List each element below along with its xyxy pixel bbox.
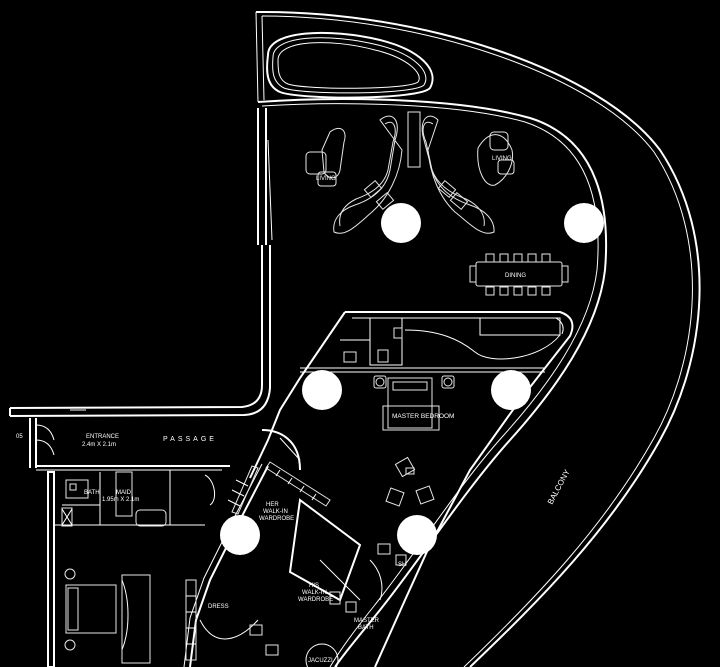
wardrobes [183, 429, 407, 667]
label-his-wardrobe: HIS [309, 583, 319, 589]
label-entrance-size: 2.4m X 2.1m [82, 442, 116, 448]
label-bath: BATH [84, 490, 100, 496]
light-marker-wardrobe [220, 515, 260, 555]
light-markers [220, 203, 604, 555]
label-dining: DINING [505, 273, 526, 279]
label-passage: PASSAGE [163, 436, 217, 443]
light-marker-bath [397, 515, 437, 555]
label-her-wardrobe-2: WALK-IN [263, 509, 288, 515]
label-door-code: 05 [16, 434, 23, 440]
label-master-bedroom: MASTER BEDROOM [392, 413, 454, 420]
label-sh: SH [398, 562, 406, 568]
label-living-right: LIVING [492, 156, 512, 162]
label-master-bath: MASTER [354, 618, 380, 624]
master-bed [373, 375, 455, 431]
dining-table [469, 253, 569, 296]
bedroom-chairs [385, 456, 435, 507]
label-his-wardrobe-2: WALK-IN [302, 590, 327, 596]
pool [255, 11, 434, 103]
label-jacuzzi: JACUZZI [308, 658, 333, 664]
label-her-wardrobe: HER [266, 502, 279, 508]
light-marker-bedroom-right [491, 370, 531, 410]
light-marker-dining [564, 203, 604, 243]
bath-fixtures [340, 327, 403, 363]
living-furniture [305, 111, 515, 234]
main-walls [9, 108, 273, 667]
label-living-left: LIVING [316, 176, 336, 182]
label-his-wardrobe-3: WARDROBE [298, 597, 333, 603]
label-dress: DRESS [208, 604, 229, 610]
room-labels: BALCONY PASSAGE ENTRANCE 2.4m X 2.1m 05 … [16, 156, 572, 664]
label-maid: MAID [116, 490, 132, 496]
secondary-rooms [35, 424, 216, 664]
label-balcony: BALCONY [546, 467, 572, 506]
label-maid-size: 1.95m X 2.1m [102, 497, 139, 503]
label-entrance: ENTRANCE [86, 434, 119, 440]
light-marker-bedroom-left [302, 370, 342, 410]
light-marker-living [381, 203, 421, 243]
label-her-wardrobe-3: WARDROBE [259, 516, 294, 522]
balcony-outline [255, 10, 701, 667]
label-master-bath-2: BATH [358, 625, 374, 631]
bedroom-walls [249, 311, 574, 667]
